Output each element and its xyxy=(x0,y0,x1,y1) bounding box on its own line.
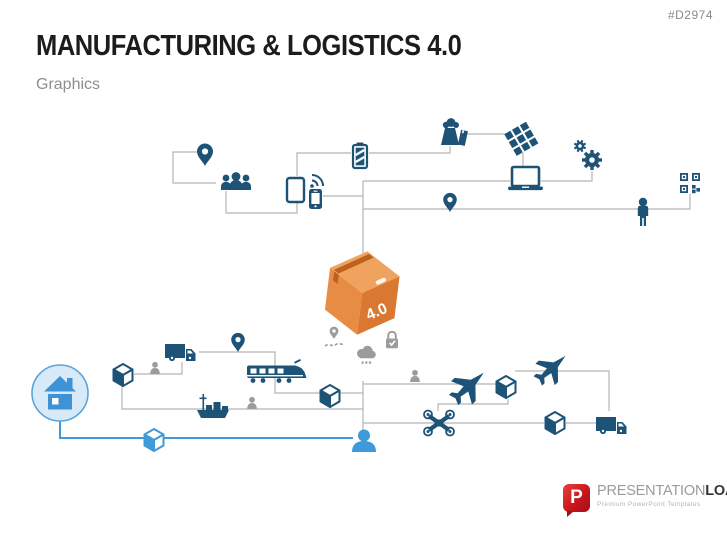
brand-tagline: Premium PowerPoint Templates xyxy=(597,500,701,508)
presentationload-logo: P PRESENTATIONLOAD® Premium PowerPoint T… xyxy=(563,484,727,517)
brand-name-light: PRESENTATION xyxy=(597,483,706,499)
factory-icon xyxy=(441,118,468,146)
battery-icon xyxy=(351,142,369,170)
page-title: MANUFACTURING & LOGISTICS 4.0 xyxy=(36,30,462,62)
connector xyxy=(363,194,691,210)
truck-icon xyxy=(165,344,196,362)
page-subtitle: Graphics xyxy=(36,76,101,93)
brand-name-bold: LOAD xyxy=(705,483,727,499)
connector xyxy=(121,385,363,410)
worker-icon xyxy=(410,369,420,382)
blue-connector xyxy=(59,420,353,439)
brand-name: PRESENTATIONLOAD® xyxy=(597,484,727,499)
package-icon xyxy=(112,363,134,387)
cloud-icon xyxy=(357,345,376,364)
package-box-4-0: 4.0 xyxy=(324,251,400,335)
gears-icon xyxy=(571,137,602,170)
slide-code: #D2974 xyxy=(667,8,713,22)
logo-p-icon: P xyxy=(563,484,590,517)
connector xyxy=(541,171,593,182)
tablet-icon xyxy=(285,176,306,204)
solar-panel-icon xyxy=(504,121,539,156)
connector xyxy=(369,146,451,154)
team-icon xyxy=(221,172,251,190)
package-blue-icon xyxy=(143,428,165,452)
qr-code-icon xyxy=(680,173,700,194)
worker-icon xyxy=(150,361,160,374)
package-icon xyxy=(495,375,517,399)
package-icon xyxy=(319,384,341,408)
package-icon xyxy=(544,411,566,435)
ship-icon xyxy=(197,394,229,418)
connector-lines xyxy=(121,133,691,430)
location-pin-icon xyxy=(197,143,213,166)
connector xyxy=(134,362,183,375)
drone-icon xyxy=(423,409,455,437)
wifi-icon xyxy=(310,174,324,188)
laptop-icon xyxy=(508,165,543,191)
lock-icon xyxy=(386,330,398,349)
home-circle xyxy=(31,364,89,422)
connector xyxy=(515,370,610,411)
connector xyxy=(296,152,351,176)
logo-letter: P xyxy=(570,487,583,508)
connector xyxy=(172,151,216,184)
truck-icon xyxy=(596,417,627,435)
house-icon xyxy=(44,376,76,410)
person-icon xyxy=(637,197,649,226)
location-pin-icon xyxy=(231,332,245,352)
route-pin-icon xyxy=(324,326,345,347)
train-icon xyxy=(247,359,307,383)
worker-icon xyxy=(247,396,257,409)
connector xyxy=(225,191,298,214)
customer-icon xyxy=(352,429,376,452)
smartphone-icon xyxy=(309,189,322,209)
connector xyxy=(437,399,509,411)
plane-icon xyxy=(528,345,576,392)
